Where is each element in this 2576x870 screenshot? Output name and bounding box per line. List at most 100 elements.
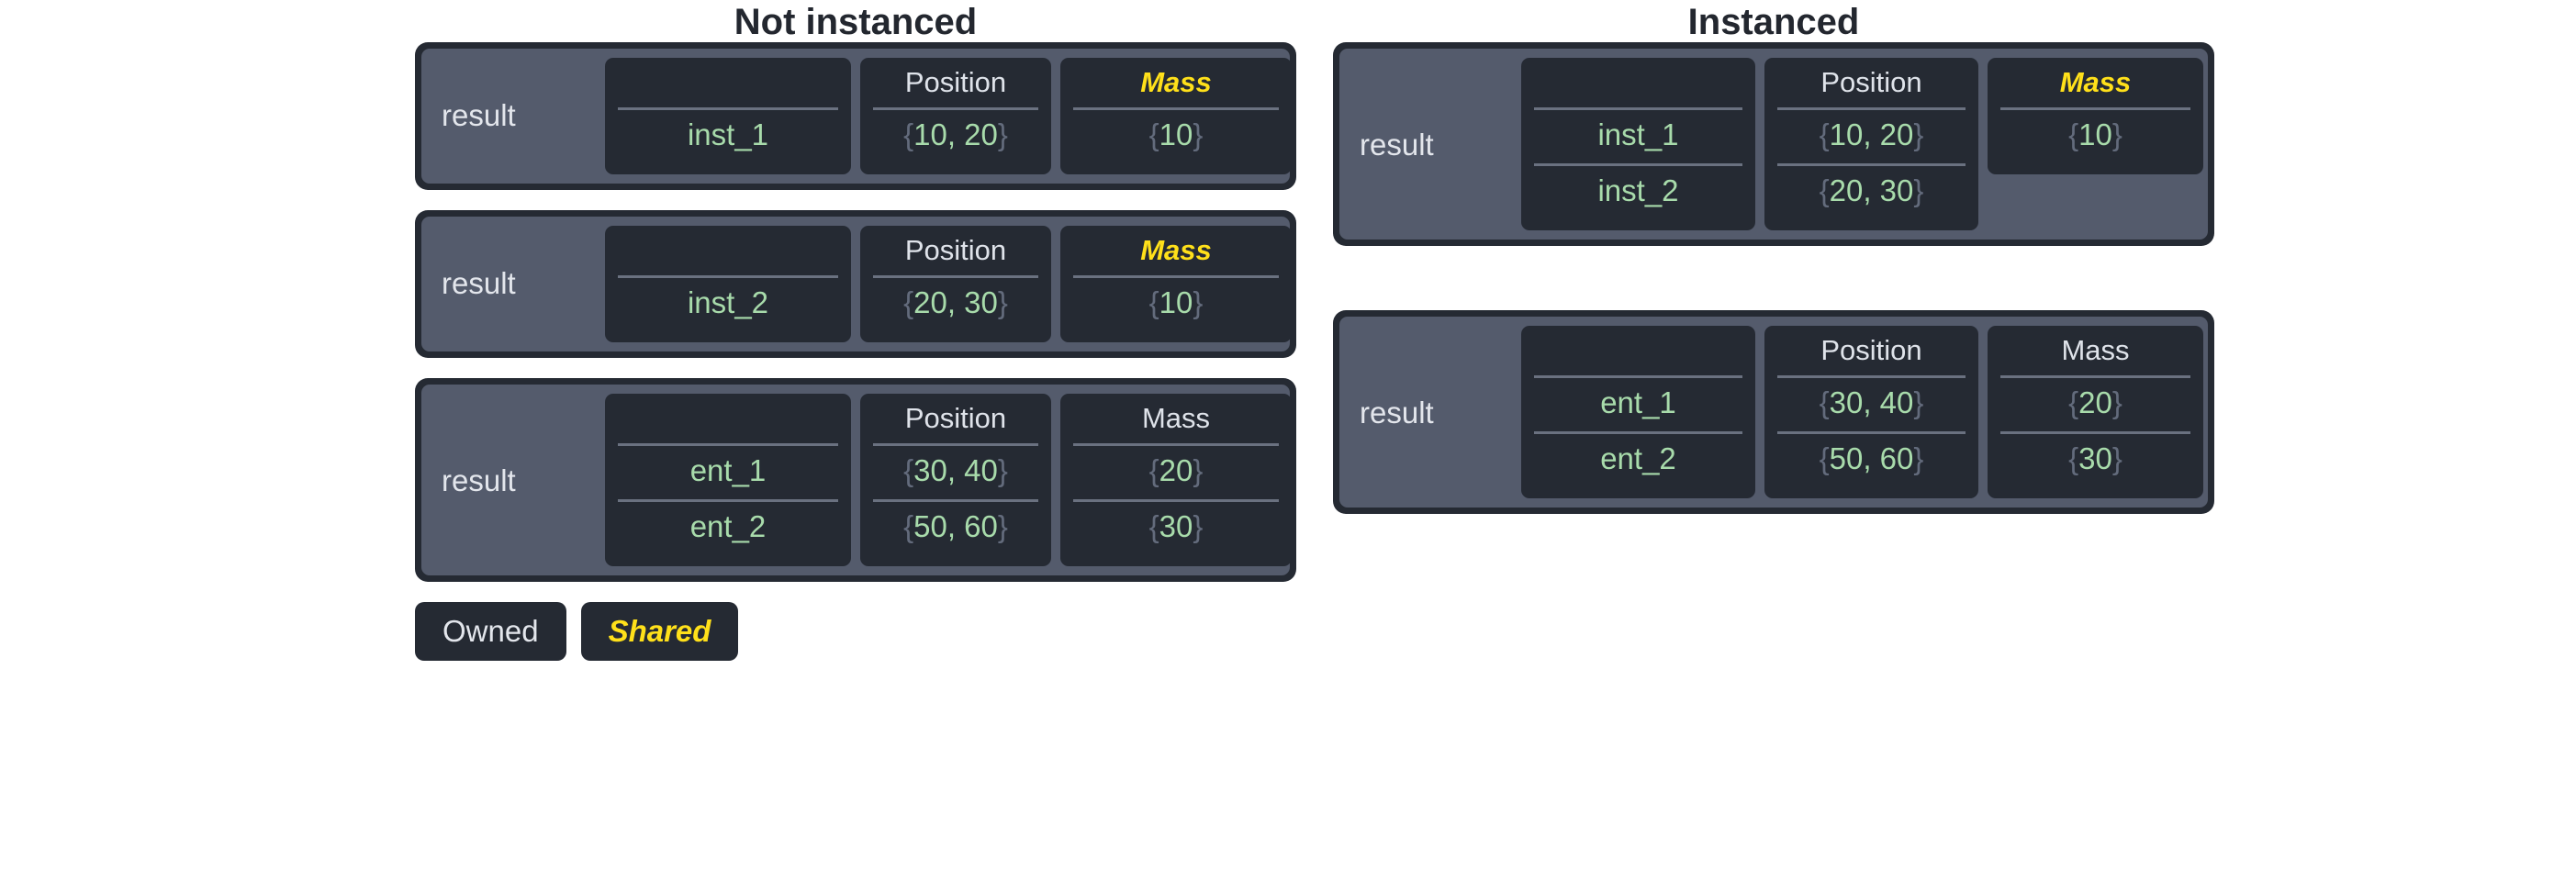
brace-close: } — [2111, 385, 2122, 419]
brace-open: { — [903, 509, 914, 543]
position-column: Position {30, 40}{50, 60} — [860, 394, 1051, 566]
table-cell: inst_1 — [1534, 107, 1742, 163]
brace-close: } — [997, 509, 1008, 543]
result-card: result inst_2 Position {20, 30} Mass {10} — [415, 210, 1296, 358]
owner-label: result — [442, 266, 516, 300]
owner-label: result — [1360, 127, 1434, 162]
table-cell: {50, 60} — [1777, 431, 1966, 487]
table-cell: ent_1 — [618, 443, 838, 499]
mass-column: Mass{20}{30} — [1988, 326, 2203, 498]
brace-close: } — [1193, 453, 1204, 487]
position-column: Position {10, 20}{20, 30} — [1764, 58, 1978, 230]
mass-column: Mass {20}{30} — [1060, 394, 1292, 566]
brace-open: { — [1819, 117, 1830, 151]
brace-close: } — [997, 453, 1008, 487]
owner-label: result — [442, 463, 516, 497]
card-panel: result inst_2 Position {20, 30} Mass {10} — [421, 217, 1292, 351]
table-cell: {30, 40} — [873, 443, 1038, 499]
table-cell: inst_1 — [618, 107, 838, 163]
column-title: Instanced — [1687, 2, 1860, 42]
mass-column-header: Mass — [1141, 402, 1211, 434]
table-cell: {20} — [1073, 443, 1279, 499]
position-column: Position {10, 20} — [860, 58, 1051, 174]
legend-chip-shared[interactable]: Shared — [580, 602, 739, 661]
brace-close: } — [1193, 509, 1204, 543]
brace-open: { — [1148, 117, 1159, 151]
table-cell: {20, 30} — [1777, 163, 1966, 219]
mass-column-header: Mass — [1140, 66, 1212, 98]
brace-close: } — [1913, 117, 1924, 151]
table-cell: {20, 30} — [873, 275, 1038, 331]
table-cell: inst_2 — [618, 275, 838, 331]
mass-column: Mass {10} — [1060, 226, 1292, 342]
brace-open: { — [1819, 173, 1830, 207]
brace-close: } — [2111, 117, 2122, 151]
position-column: Position{30, 40}{50, 60} — [1764, 326, 1978, 498]
column-group: inst_2 Position {20, 30} Mass {10} — [605, 226, 1292, 342]
owner-label: result — [442, 98, 516, 132]
position-column-header: Position — [904, 66, 1007, 98]
table-cell: ent_1 — [1534, 375, 1742, 431]
table-cell: {10} — [1073, 275, 1279, 331]
name-column-header — [618, 63, 838, 107]
name-column-header — [1534, 63, 1742, 107]
card-panel: result inst_1 Position {10, 20} Mass {10} — [421, 49, 1292, 184]
position-column: Position {20, 30} — [860, 226, 1051, 342]
table-cell: ent_2 — [1534, 431, 1742, 487]
brace-close: } — [997, 117, 1008, 151]
column-group: inst_1 Position {10, 20} Mass {10} — [605, 58, 1292, 174]
position-column-header: Position — [1820, 66, 1922, 98]
brace-close: } — [1193, 285, 1204, 319]
brace-close: } — [1193, 117, 1204, 151]
mass-column-header: Mass — [2059, 66, 2132, 98]
name-column-header — [618, 231, 838, 275]
brace-open: { — [1819, 441, 1830, 475]
position-column-header: Position — [1820, 334, 1922, 366]
table-cell: {50, 60} — [873, 499, 1038, 555]
brace-close: } — [1913, 385, 1924, 419]
result-card: result inst_1 Position {10, 20} Mass {10} — [415, 42, 1296, 190]
column-title: Not instanced — [734, 2, 978, 42]
position-column-header: Position — [904, 402, 1007, 434]
name-column-header — [618, 399, 838, 443]
brace-open: { — [1148, 509, 1159, 543]
table-cell: {10, 20} — [1777, 107, 1966, 163]
mass-column-header: Mass — [2061, 334, 2130, 366]
name-column-header — [1534, 331, 1742, 375]
brace-close: } — [997, 285, 1008, 319]
brace-open: { — [903, 453, 914, 487]
brace-open: { — [2068, 385, 2079, 419]
mass-column-header: Mass — [1140, 234, 1212, 266]
mass-column: Mass{10} — [1988, 58, 2203, 174]
legend-chip-owned[interactable]: Owned — [415, 602, 566, 661]
table-cell: {10} — [1073, 107, 1279, 163]
name-column: inst_1 — [605, 58, 851, 174]
table-cell: {20} — [2000, 375, 2190, 431]
table-cell: {10, 20} — [873, 107, 1038, 163]
brace-open: { — [2068, 117, 2079, 151]
mass-column: Mass {10} — [1060, 58, 1292, 174]
owner-label: result — [1360, 395, 1434, 429]
position-column-header: Position — [904, 234, 1007, 266]
brace-close: } — [1913, 441, 1924, 475]
brace-open: { — [1819, 385, 1830, 419]
brace-open: { — [1148, 453, 1159, 487]
table-cell: ent_2 — [618, 499, 838, 555]
table-cell: {30} — [1073, 499, 1279, 555]
brace-open: { — [2068, 441, 2079, 475]
